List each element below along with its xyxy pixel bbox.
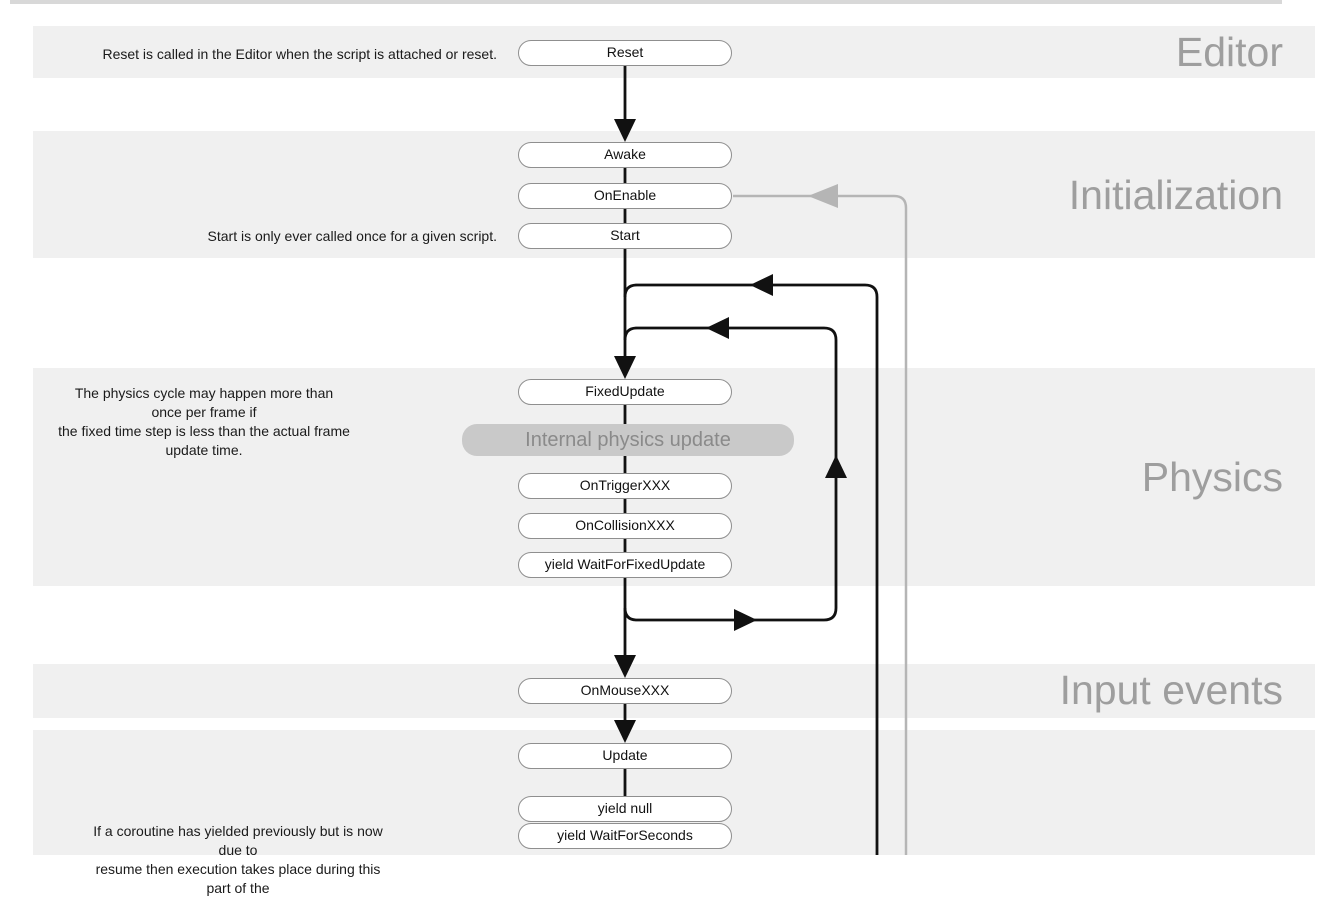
node-yield-waitforseconds: yield WaitForSeconds — [518, 823, 732, 849]
node-oncollisionxxx: OnCollisionXXX — [518, 513, 732, 539]
node-reset: Reset — [518, 40, 732, 66]
section-label-input-events: Input events — [1059, 667, 1283, 713]
node-internal-physics-update: Internal physics update — [462, 424, 794, 456]
annotation-start: Start is only ever called once for a giv… — [207, 228, 497, 244]
node-update: Update — [518, 743, 732, 769]
annotation-physics-line1: The physics cycle may happen more than o… — [74, 385, 334, 420]
section-label-physics: Physics — [1141, 454, 1283, 500]
section-label-initialization: Initialization — [1068, 172, 1283, 218]
annotation-coroutine-line2: resume then execution takes place during… — [95, 861, 381, 896]
section-label-editor: Editor — [1175, 29, 1283, 75]
node-ontriggerxxx: OnTriggerXXX — [518, 473, 732, 499]
node-yield-waitforfixedupdate: yield WaitForFixedUpdate — [518, 552, 732, 578]
physics-loop-arrow — [623, 317, 847, 631]
annotation-physics-cycle: The physics cycle may happen more than o… — [58, 384, 350, 460]
node-awake: Awake — [518, 142, 732, 168]
node-yield-null: yield null — [518, 796, 732, 822]
main-flow-arrowheads — [614, 119, 636, 743]
node-fixedupdate: FixedUpdate — [518, 379, 732, 405]
frame-loop-arrow — [623, 274, 879, 855]
node-start: Start — [518, 223, 732, 249]
enable-loop-arrow — [733, 184, 908, 855]
node-onenable: OnEnable — [518, 183, 732, 209]
top-divider-bar — [10, 0, 1282, 4]
node-onmousexxx: OnMouseXXX — [518, 678, 732, 704]
flow-connectors — [614, 66, 908, 855]
annotation-coroutine-line1: If a coroutine has yielded previously bu… — [93, 823, 383, 858]
lifecycle-flowchart: Editor Initialization Physics Input even… — [10, 0, 1315, 896]
annotation-physics-line2: the fixed time step is less than the act… — [58, 423, 350, 458]
annotation-coroutine: If a coroutine has yielded previously bu… — [82, 822, 394, 898]
annotation-reset: Reset is called in the Editor when the s… — [102, 46, 497, 62]
